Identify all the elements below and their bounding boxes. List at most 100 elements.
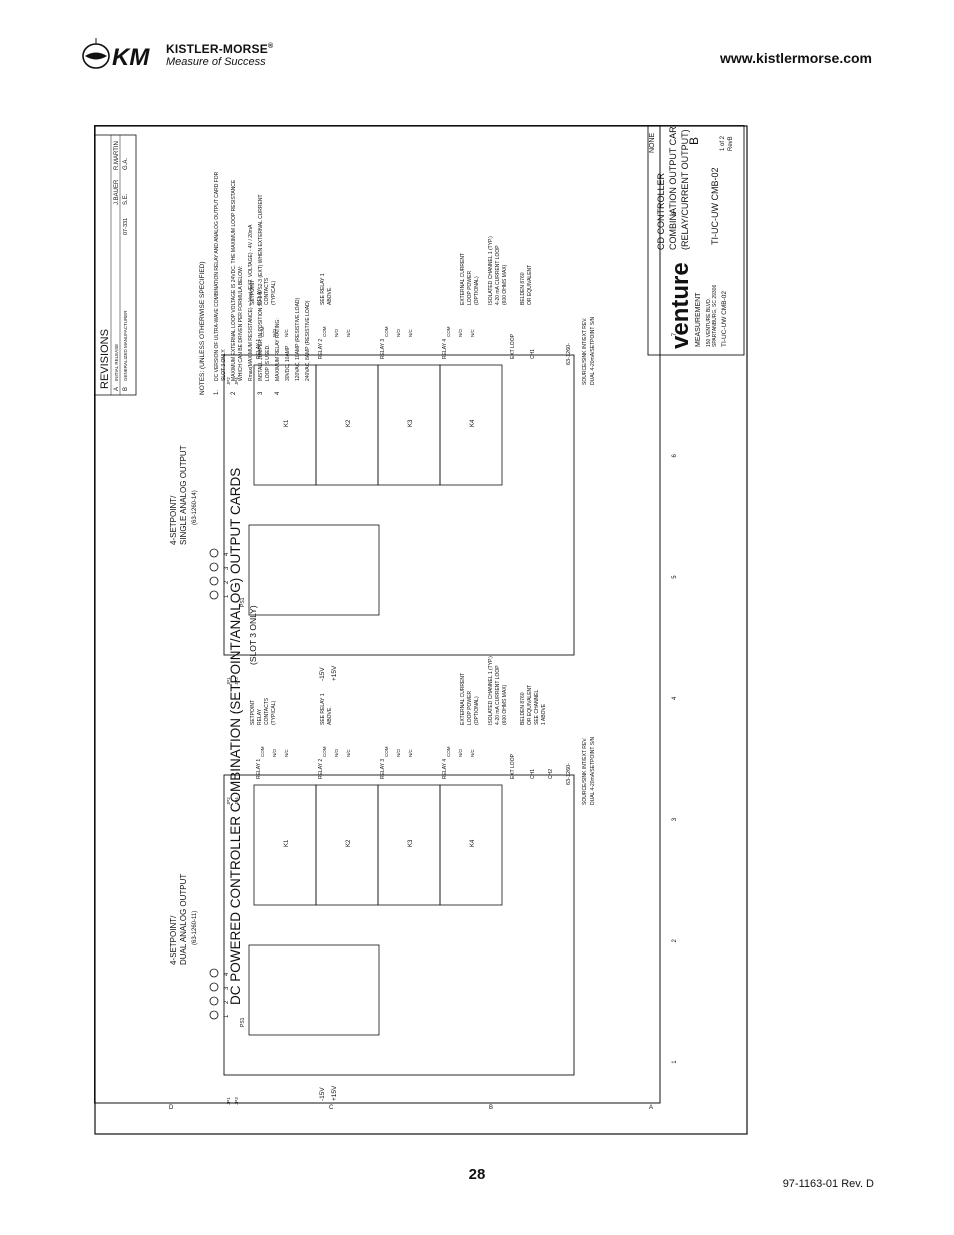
document-id: 97-1163-01 Rev. D (782, 1178, 874, 1190)
note-text: MAXIMUM EXTERNAL LOOP VOLTAGE IS 24VDC. … (231, 179, 237, 381)
jumper-label: JP3 (234, 1097, 239, 1105)
drawing-main-title: DC POWERED CONTROLLER COMBINATION (SETPO… (228, 468, 243, 1005)
revisions-title: REVISIONS (99, 329, 111, 389)
kistler-morse-logo: KM KISTLER-MORSE® Measure of Success (80, 36, 310, 76)
ps-label: PS1 (240, 1017, 246, 1027)
card-part: (63-1260-11) (192, 911, 198, 945)
relay-terminal: COM (322, 746, 327, 757)
revision-desc: INITIAL RELEASE (114, 344, 119, 381)
relay-terminal: N/C (470, 329, 475, 338)
brand-name-text: KISTLER-MORSE (166, 42, 268, 56)
jumper-label: JP4 (234, 797, 239, 805)
page-number: 28 (468, 1166, 486, 1183)
title-block-address: SPARTANBURG, SC 29306 (712, 285, 718, 347)
notes-heading: NOTES: (UNLESS OTHERWISE SPECIFIED) (199, 261, 206, 395)
relay-terminal: COM (384, 326, 389, 337)
setpoint-note: (TYPICAL) (271, 700, 277, 725)
revision-desc: GENERALIZED MANUFACTURER (123, 310, 128, 381)
border-number: 8 (672, 211, 678, 215)
channel-label: CH2 (548, 769, 554, 779)
led-label: 1 (224, 1014, 230, 1018)
relay-label: RELAY 1 (256, 339, 262, 359)
relay-terminal: COM (384, 746, 389, 757)
relay-terminal: N/C (346, 749, 351, 758)
brand-name: KISTLER-MORSE® (166, 42, 273, 56)
loop-label: EXT LOOP (510, 333, 516, 359)
card-title: 4-SETPOINT/ (169, 915, 178, 965)
relay-coil-label: K3 (408, 839, 414, 847)
ps-label: PS1 (240, 597, 246, 607)
switch-note: SOURCE/SINK INT/EXT REV. (582, 737, 588, 805)
revision-letter: B (123, 387, 129, 391)
relay-terminal: N/O (458, 749, 463, 758)
relay-label: RELAY 2 (318, 339, 324, 359)
led-label: 1 (224, 594, 230, 598)
note-number: 4 (275, 391, 281, 395)
card-outline (223, 354, 575, 656)
km-logo-icon: KM (82, 38, 150, 71)
title-block-part: TI-UC-UW CMB-02 (710, 168, 720, 246)
border-letter: D (169, 1105, 174, 1111)
led-circle (209, 576, 219, 586)
note-number: 1. (214, 390, 220, 395)
led-circle (209, 590, 219, 600)
title-block-title: COMBINATION OUTPUT CARD (668, 125, 678, 250)
revision-letter: A (114, 387, 120, 391)
relay-coil-label: K4 (470, 839, 476, 847)
relay-terminal: N/C (408, 749, 413, 758)
card-part-id: 63-1260- (566, 763, 572, 785)
border-letter: B (489, 1105, 493, 1111)
relay-label: RELAY 3 (380, 339, 386, 359)
card-title: 4-SETPOINT/ (169, 495, 178, 545)
revision-appr: G.A. (123, 158, 129, 170)
belden-note: BELDEN 8760 (520, 272, 526, 305)
relay-label: RELAY 4 (442, 339, 448, 359)
border-number: 7 (672, 332, 678, 336)
led-circle (209, 1010, 219, 1020)
led-circle (209, 996, 219, 1006)
belden-note: BELDEN 8760 (520, 692, 526, 725)
channel-label: CH1 (530, 349, 536, 359)
note-number: 2 (231, 391, 237, 395)
relay-terminal: N/C (408, 329, 413, 338)
note-text: Rmax(MAXIMUM RESISTANCE) = Vext (EXT. VO… (248, 224, 254, 381)
led-label: 2 (224, 1000, 230, 1004)
relay-terminal: COM (322, 326, 327, 337)
see-relay-note: SEE RELAY 1 (320, 273, 326, 305)
led-label: 2 (224, 580, 230, 584)
jumper-label: JP3 (234, 677, 239, 685)
supply-label: +15V (331, 1085, 338, 1101)
led-label: 4 (224, 972, 230, 976)
note-text: 240VAC, 8AMP (RESISTIVE LOAD) (305, 300, 311, 381)
title-block (647, 124, 745, 356)
relay-terminal: COM (260, 746, 265, 757)
setpoint-note: RELAY (257, 288, 263, 305)
relay-terminal: N/O (396, 749, 401, 758)
note-text: WHICH CAN BE DRIVEN PER FORMULA BELOW: (238, 266, 244, 381)
relay-coil (439, 784, 503, 906)
title-block-sheet: 1 of 2 (720, 135, 726, 151)
border-number: 1 (672, 1060, 678, 1064)
border-number: 3 (672, 817, 678, 821)
drawing-slot-note: (SLOT 3 ONLY) (248, 605, 258, 665)
loop-label: EXT LOOP (510, 753, 516, 779)
relay-terminal: N/O (458, 329, 463, 338)
revision-appr: R.MARTIN (114, 141, 120, 170)
border-letter: A (649, 1105, 653, 1111)
note-number: 3 (258, 391, 264, 395)
belden-note: OR EQUIVALENT (527, 265, 533, 305)
title-block-company: venture (667, 262, 694, 349)
website-link[interactable]: www.kistlermorse.com (720, 50, 872, 66)
isolated-note: (600 OHMS MAX) (502, 264, 508, 305)
relay-label: RELAY 1 (256, 759, 262, 779)
ps-block (248, 524, 380, 616)
title-block-ref: TI-UC-UW CMB-02 (721, 291, 728, 347)
setpoint-note: (TYPICAL) (271, 280, 277, 305)
setpoint-note: CONTACTS (264, 277, 270, 305)
ps-block (248, 944, 380, 1036)
title-block-title: (RELAY/CURRENT OUTPUT) (680, 129, 690, 250)
relay-terminal: N/O (334, 329, 339, 338)
jumper-label: JP2 (226, 797, 231, 805)
